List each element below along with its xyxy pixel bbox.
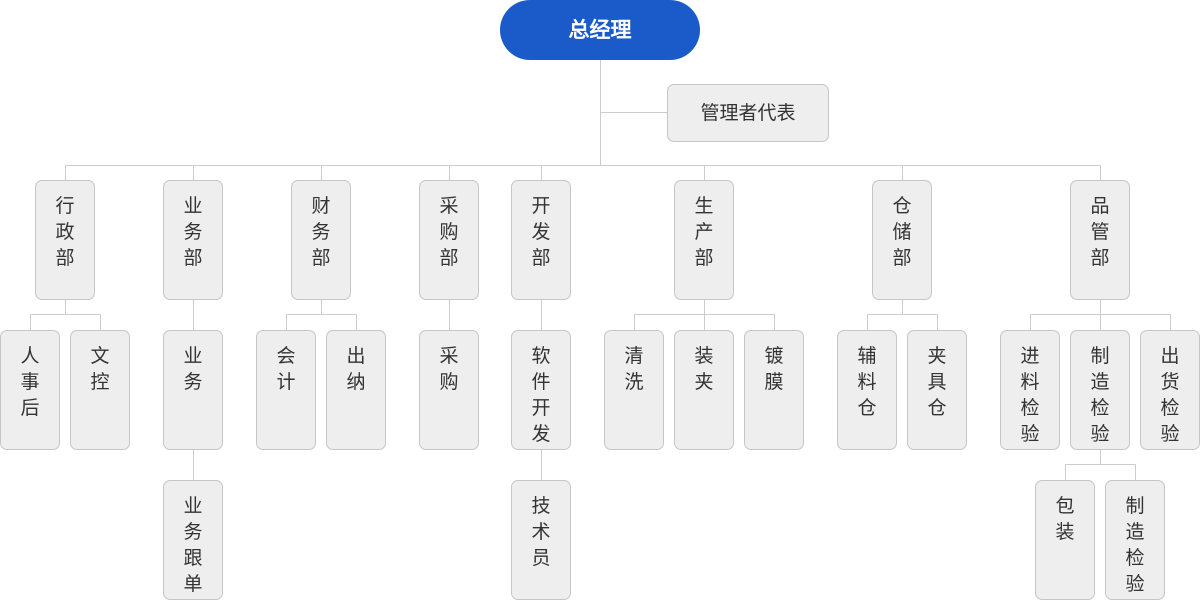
- dept-development-label: 开 发 部: [531, 195, 551, 269]
- connector-prod: [634, 300, 775, 330]
- general-manager-label: 总经理: [568, 18, 632, 42]
- unit-fixture-warehouse-label: 夹 具 仓: [927, 345, 947, 419]
- unit-outgoing-inspection-label: 出 货 检 验: [1160, 345, 1180, 445]
- general-manager-node: 总经理: [500, 0, 700, 60]
- unit-business-label: 业 务: [183, 345, 203, 393]
- unit-process-inspection-label: 制 造 检 验: [1090, 345, 1110, 445]
- connector-dept-drops: [65, 165, 1101, 180]
- dept-admin-label: 行 政 部: [55, 195, 75, 269]
- unit-accounting-label: 会 计: [276, 345, 296, 393]
- unit-packaging-label: 包 装: [1055, 495, 1075, 543]
- dept-quality-label: 品 管 部: [1090, 195, 1110, 269]
- unit-cashier: 出 纳: [326, 330, 386, 450]
- unit-clamping-label: 装 夹: [694, 345, 714, 393]
- dept-warehouse-label: 仓 储 部: [892, 195, 912, 269]
- dept-production-label: 生 产 部: [694, 195, 714, 269]
- unit-cashier-label: 出 纳: [346, 345, 366, 393]
- dept-finance: 财 务 部: [291, 180, 351, 300]
- dept-finance-label: 财 务 部: [311, 195, 331, 269]
- dept-warehouse: 仓 储 部: [872, 180, 932, 300]
- unit-outgoing-inspection: 出 货 检 验: [1140, 330, 1200, 450]
- connector-ipqc: [1065, 450, 1136, 480]
- unit-cleaning-label: 清 洗: [624, 345, 644, 393]
- unit-document-control-label: 文 控: [90, 345, 110, 393]
- unit-process-inspection: 制 造 检 验: [1070, 330, 1130, 450]
- dept-production: 生 产 部: [674, 180, 734, 300]
- unit-technician: 技 术 员: [511, 480, 571, 600]
- unit-business: 业 务: [163, 330, 223, 450]
- dept-quality: 品 管 部: [1070, 180, 1130, 300]
- dept-business: 业 务 部: [163, 180, 223, 300]
- unit-incoming-inspection-label: 进 料 检 验: [1020, 345, 1040, 445]
- connector-finance: [286, 300, 357, 330]
- dept-admin: 行 政 部: [35, 180, 95, 300]
- unit-packaging: 包 装: [1035, 480, 1095, 600]
- dept-development: 开 发 部: [511, 180, 571, 300]
- unit-coating: 镀 膜: [744, 330, 804, 450]
- management-rep-node: 管理者代表: [667, 84, 829, 142]
- unit-aux-warehouse-label: 辅 料 仓: [857, 345, 877, 419]
- unit-document-control: 文 控: [70, 330, 130, 450]
- unit-software-dev: 软 件 开 发: [511, 330, 571, 450]
- unit-aux-warehouse: 辅 料 仓: [837, 330, 897, 450]
- unit-order-follow-up: 业 务 跟 单: [163, 480, 223, 600]
- unit-accounting: 会 计: [256, 330, 316, 450]
- unit-incoming-inspection: 进 料 检 验: [1000, 330, 1060, 450]
- unit-fixture-warehouse: 夹 具 仓: [907, 330, 967, 450]
- unit-order-follow-up-label: 业 务 跟 单: [183, 495, 203, 595]
- unit-software-dev-label: 软 件 开 发: [531, 345, 551, 445]
- dept-business-label: 业 务 部: [183, 195, 203, 269]
- management-rep-label: 管理者代表: [700, 102, 796, 124]
- unit-process-inspection-sub: 制 造 检 验: [1105, 480, 1165, 600]
- connector-admin: [30, 300, 101, 330]
- unit-purchasing: 采 购: [419, 330, 479, 450]
- connector-qc: [1030, 300, 1171, 330]
- unit-clamping: 装 夹: [674, 330, 734, 450]
- unit-hr-label: 人 事 后: [20, 345, 40, 419]
- dept-purchasing-label: 采 购 部: [439, 195, 459, 269]
- dept-purchasing: 采 购 部: [419, 180, 479, 300]
- connector-store: [867, 300, 938, 330]
- unit-coating-label: 镀 膜: [764, 345, 784, 393]
- unit-process-inspection-sub-label: 制 造 检 验: [1125, 495, 1145, 595]
- unit-technician-label: 技 术 员: [531, 495, 551, 569]
- unit-cleaning: 清 洗: [604, 330, 664, 450]
- unit-purchasing-label: 采 购: [439, 345, 459, 393]
- unit-hr: 人 事 后: [0, 330, 60, 450]
